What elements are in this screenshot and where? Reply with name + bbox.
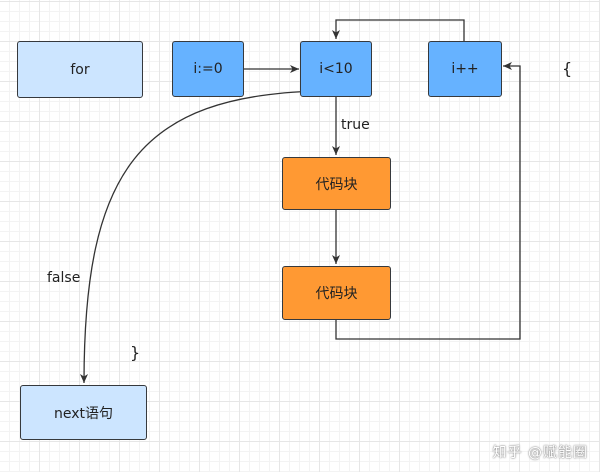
condition-node: i<10 [300, 41, 372, 97]
false-edge-label: false [47, 270, 81, 286]
edge-increment-to-condition [332, 19, 465, 42]
code-block-node-2: 代码块 [282, 266, 391, 320]
edge-block2-to-increment [335, 62, 521, 340]
open-brace: { [562, 59, 573, 78]
init-node: i:=0 [172, 41, 244, 97]
code-block-node-1: 代码块 [282, 157, 391, 210]
next-statement-node: next语句 [20, 385, 147, 440]
close-brace: } [130, 343, 141, 362]
watermark-text: 知乎 @赋能圈 [492, 445, 588, 461]
true-edge-label: true [341, 117, 370, 133]
edge-condition-to-next [80, 90, 319, 384]
for-label-node: for [17, 41, 143, 98]
increment-node: i++ [428, 41, 502, 97]
